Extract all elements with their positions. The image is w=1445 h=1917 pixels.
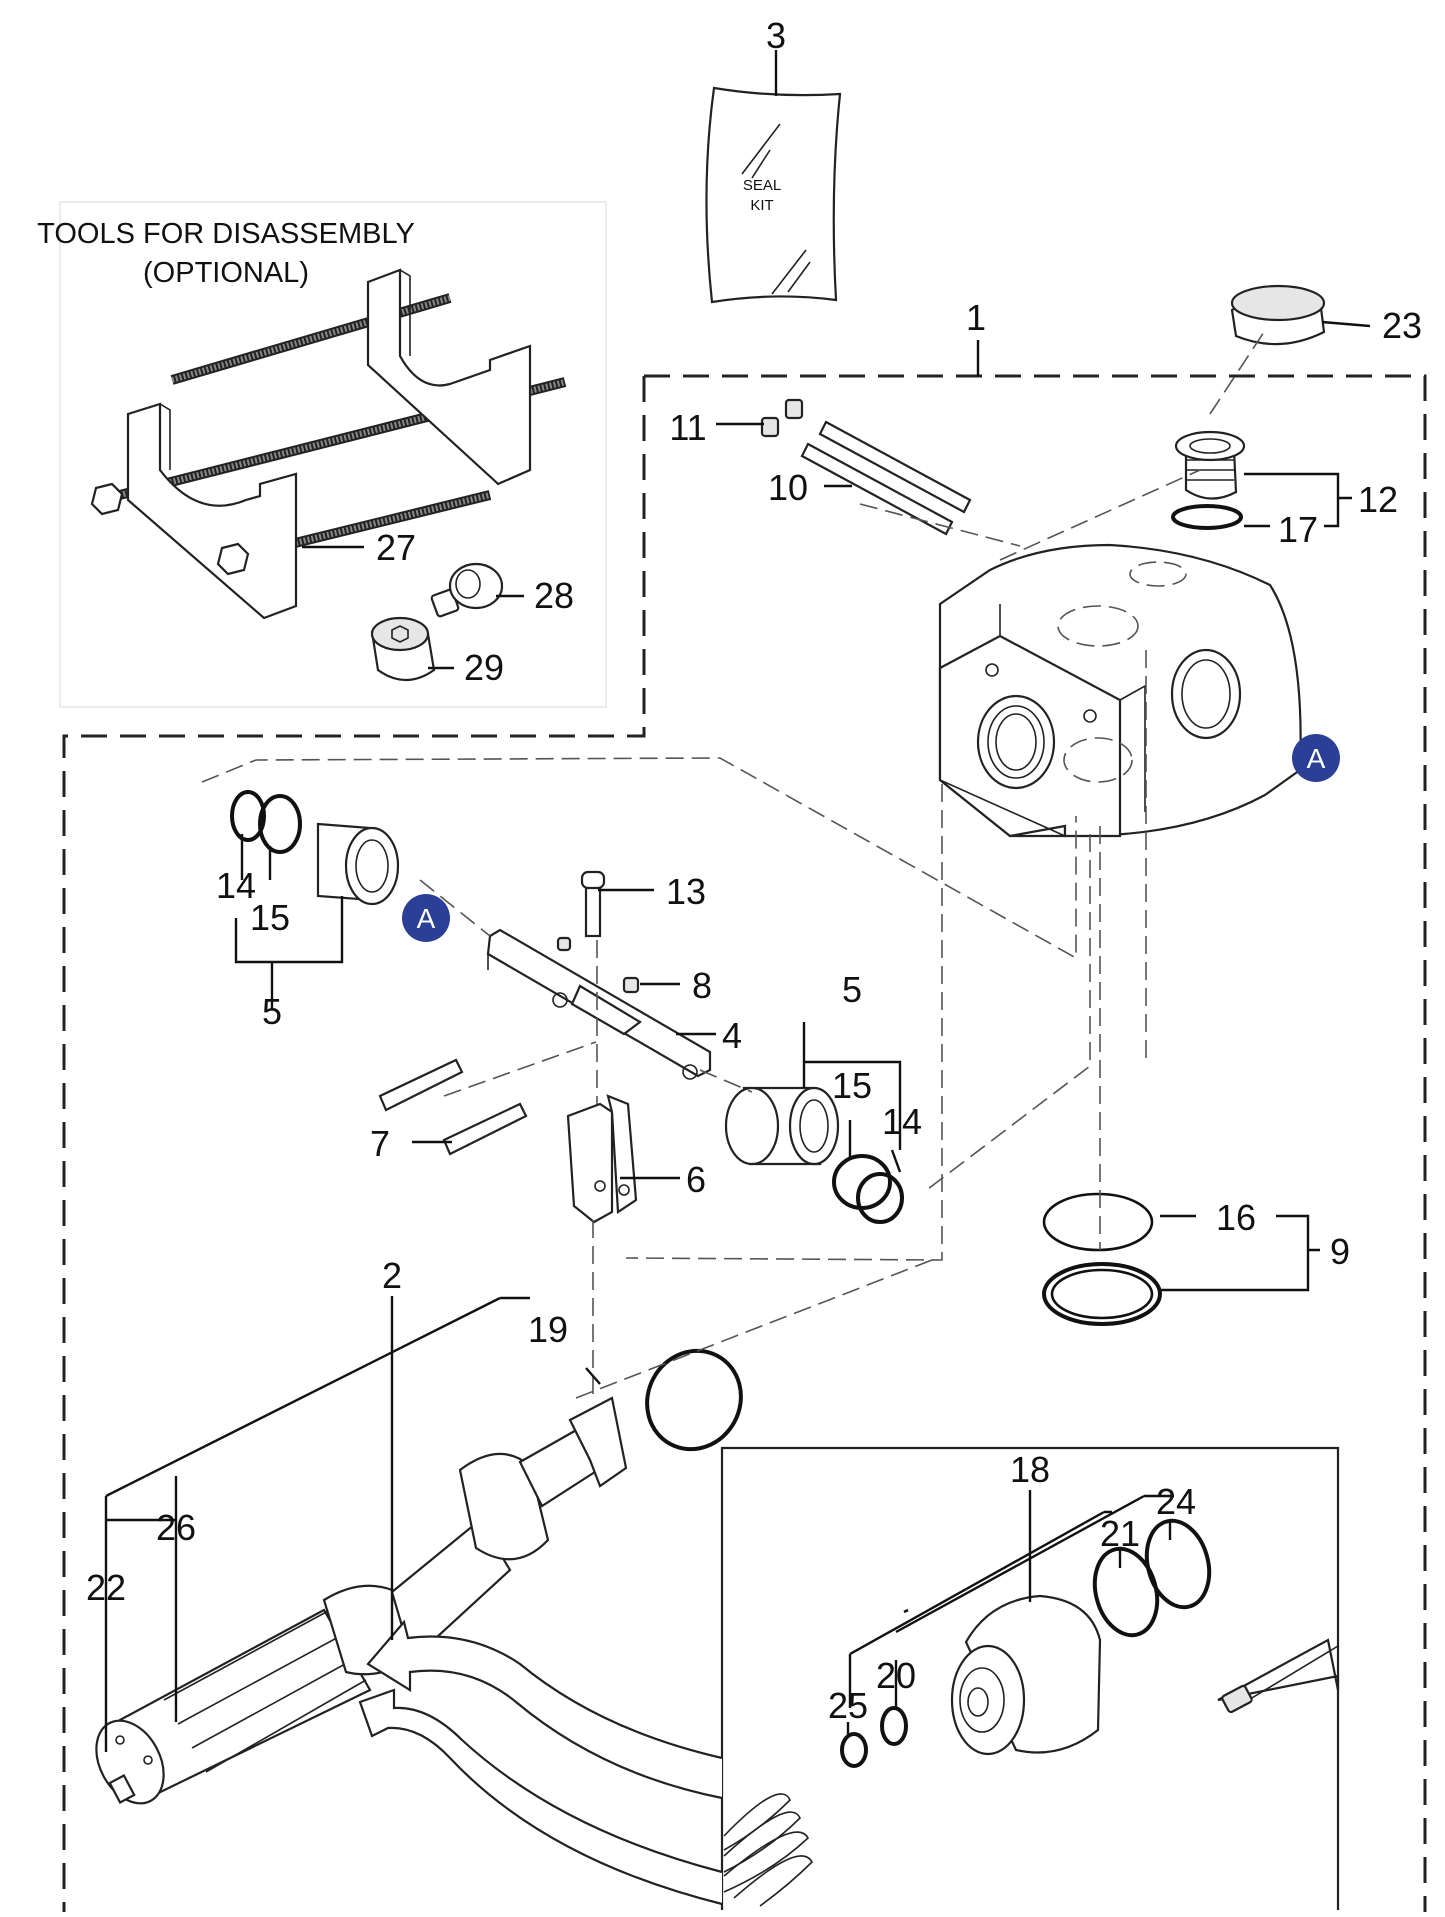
callout-11: 11 bbox=[669, 407, 706, 448]
callout-21: 21 bbox=[1100, 1513, 1140, 1554]
tools-panel: TOOLS FOR DISASSEMBLY (OPTIONAL) bbox=[37, 201, 607, 708]
seal-kit-label-line1: SEAL bbox=[743, 177, 781, 194]
spool-2 bbox=[95, 1396, 628, 1805]
callout-12: 12 bbox=[1358, 479, 1398, 520]
assembly-guides bbox=[201, 331, 1265, 1400]
pins-7 bbox=[378, 1058, 528, 1156]
seal-ring-9 bbox=[1042, 1262, 1162, 1326]
seal-kit-bag: SEAL KIT bbox=[705, 50, 842, 304]
pins-10 bbox=[800, 420, 972, 536]
callout-19: 19 bbox=[528, 1309, 568, 1350]
screw-13 bbox=[580, 870, 606, 938]
callout-15-left: 15 bbox=[250, 897, 290, 938]
callout-1: 1 bbox=[966, 297, 986, 338]
callout-24: 24 bbox=[1156, 1481, 1196, 1522]
cap-23 bbox=[1230, 284, 1326, 346]
callout-20: 20 bbox=[876, 1655, 916, 1696]
callout-3: 3 bbox=[766, 15, 786, 56]
callout-7: 7 bbox=[370, 1123, 390, 1164]
callout-9: 9 bbox=[1330, 1231, 1350, 1272]
callout-6: 6 bbox=[686, 1159, 706, 1200]
callout-28: 28 bbox=[534, 575, 574, 616]
right-seat-assembly bbox=[724, 1086, 904, 1224]
callout-29: 29 bbox=[464, 647, 504, 688]
callout-25: 25 bbox=[828, 1685, 868, 1726]
screw-8 bbox=[622, 976, 640, 994]
set-screws-11 bbox=[760, 398, 804, 438]
spring-detail bbox=[723, 1793, 813, 1907]
callout-8: 8 bbox=[692, 965, 712, 1006]
puller-tool bbox=[90, 268, 567, 620]
callout-10: 10 bbox=[768, 467, 808, 508]
leader-lines bbox=[104, 320, 1371, 1752]
assembly-boundary bbox=[62, 374, 1427, 1912]
valve-body-housing bbox=[938, 543, 1302, 838]
seal-kit-label-line2: KIT bbox=[750, 197, 773, 214]
tools-title-line2: (OPTIONAL) bbox=[143, 257, 309, 289]
adapter-29 bbox=[370, 616, 436, 681]
plug-12 bbox=[1171, 430, 1246, 530]
callout-5-right: 5 bbox=[842, 969, 862, 1010]
set-screw-small bbox=[556, 936, 572, 952]
callout-15-right: 15 bbox=[832, 1065, 872, 1106]
detail-inset bbox=[358, 1446, 1340, 1910]
callout-13: 13 bbox=[666, 871, 706, 912]
callout-23: 23 bbox=[1382, 305, 1422, 346]
yoke-6 bbox=[566, 1094, 638, 1224]
callout-14-left: 14 bbox=[216, 865, 256, 906]
callout-17: 17 bbox=[1278, 509, 1318, 550]
callout-labels: 3 1 23 12 17 11 10 27 28 29 13 8 4 6 7 1… bbox=[86, 15, 1422, 1726]
callout-18: 18 bbox=[1010, 1449, 1050, 1490]
callout-14-right: 14 bbox=[882, 1101, 922, 1142]
left-seat-assembly bbox=[230, 790, 400, 906]
reference-badge-a-housing: A bbox=[1292, 734, 1340, 782]
callout-4: 4 bbox=[722, 1015, 742, 1056]
reference-badge-a-bar: A bbox=[402, 894, 450, 942]
callout-16: 16 bbox=[1216, 1197, 1256, 1238]
callout-5-left: 5 bbox=[262, 991, 282, 1032]
callout-27: 27 bbox=[376, 527, 416, 568]
callout-22: 22 bbox=[86, 1567, 126, 1608]
adapter-28 bbox=[430, 562, 504, 618]
badge-a-label-bar: A bbox=[417, 903, 436, 934]
badge-a-label-housing: A bbox=[1307, 743, 1326, 774]
o-ring-19 bbox=[645, 1348, 743, 1452]
tools-panel-frame bbox=[59, 201, 607, 708]
tools-title-line1: TOOLS FOR DISASSEMBLY bbox=[37, 218, 415, 250]
o-ring-16 bbox=[1042, 1192, 1154, 1252]
actuator-bar-4 bbox=[486, 928, 712, 1080]
callout-2: 2 bbox=[382, 1255, 402, 1296]
callout-26: 26 bbox=[156, 1507, 196, 1548]
